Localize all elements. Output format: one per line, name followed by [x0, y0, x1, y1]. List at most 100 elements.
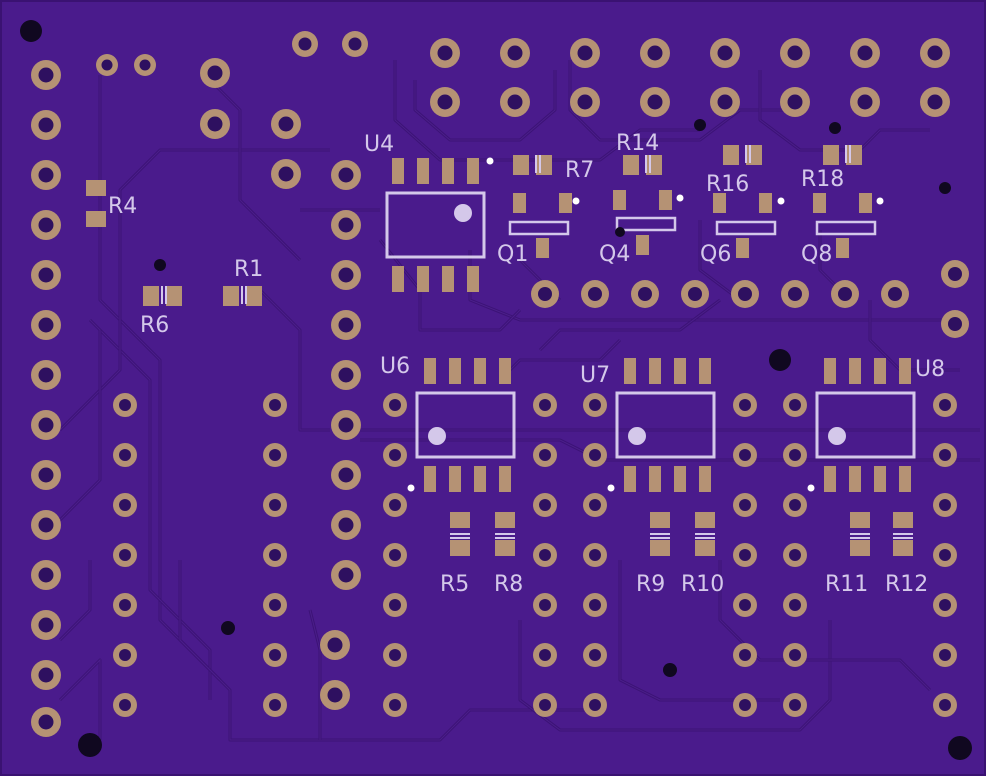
- trace-edge-13: [259, 289, 330, 431]
- th-hole-110: [278, 116, 294, 132]
- smd-pad-58: [893, 540, 913, 556]
- smd-pad-25: [824, 358, 836, 384]
- smd-pad-54: [695, 540, 715, 556]
- label-r18: R18: [801, 167, 844, 192]
- th-hole-66: [789, 599, 801, 611]
- th-hole-99: [688, 287, 702, 301]
- th-hole-17: [119, 449, 131, 461]
- smd-pad-20: [649, 466, 661, 492]
- th-hole-114: [948, 267, 962, 281]
- label-r14: R14: [616, 131, 659, 156]
- trace-edge-17: [619, 560, 780, 701]
- th-hole-111: [278, 166, 294, 182]
- label-u6: U6: [380, 354, 410, 379]
- smd-pad-21: [674, 358, 686, 384]
- smd-pad-42: [746, 145, 762, 165]
- th-hole-90: [787, 45, 803, 61]
- smd-pad-36: [246, 286, 262, 306]
- th-hole-45: [539, 449, 551, 461]
- th-hole-87: [647, 94, 663, 110]
- th-hole-40: [589, 399, 601, 411]
- th-hole-106: [298, 37, 312, 51]
- th-hole-95: [927, 94, 943, 110]
- th-hole-68: [389, 649, 401, 661]
- smd-pad-33: [143, 286, 159, 306]
- th-hole-6: [38, 317, 54, 333]
- th-hole-105: [139, 59, 151, 71]
- smd-pad-13: [474, 358, 486, 384]
- smd-pad-30: [874, 466, 886, 492]
- via-7: [154, 259, 166, 271]
- u4-pin1-dot: [486, 157, 494, 165]
- th-hole-9: [38, 467, 54, 483]
- smd-pad-35: [223, 286, 239, 306]
- th-hole-86: [647, 45, 663, 61]
- q-pin1-dot-3: [777, 197, 785, 205]
- smd-pad-50: [495, 540, 515, 556]
- label-q6: Q6: [700, 242, 731, 267]
- trace-edge-16: [519, 620, 831, 731]
- th-hole-34: [338, 417, 354, 433]
- trace-edge-20: [179, 560, 221, 681]
- th-hole-89: [717, 94, 733, 110]
- th-hole-15: [119, 399, 131, 411]
- through-hole-pads: [31, 31, 969, 737]
- trace-edge-2: [89, 319, 211, 700]
- smd-pad-61: [536, 238, 549, 258]
- th-hole-78: [789, 699, 801, 711]
- q-outline-2: [615, 216, 677, 232]
- label-q1: Q1: [497, 242, 528, 267]
- smd-pad-17: [624, 358, 636, 384]
- th-hole-1: [38, 67, 54, 83]
- th-hole-69: [539, 649, 551, 661]
- th-hole-63: [539, 599, 551, 611]
- th-hole-4: [38, 217, 54, 233]
- th-hole-38: [389, 399, 401, 411]
- th-hole-101: [788, 287, 802, 301]
- th-hole-37: [338, 567, 354, 583]
- th-hole-44: [389, 449, 401, 461]
- th-hole-52: [589, 499, 601, 511]
- smd-pad-65: [713, 193, 726, 213]
- smd-pad-34: [166, 286, 182, 306]
- th-hole-28: [269, 699, 281, 711]
- u8-pin1-mark: [828, 427, 846, 445]
- via-10: [939, 182, 951, 194]
- th-hole-32: [338, 317, 354, 333]
- u6-outline: [415, 391, 516, 459]
- th-hole-33: [338, 367, 354, 383]
- vias: [20, 20, 972, 760]
- label-r7: R7: [565, 158, 594, 183]
- th-hole-96: [538, 287, 552, 301]
- smd-pad-56: [850, 540, 870, 556]
- smd-pad-32: [899, 466, 911, 492]
- smd-pad-31: [899, 358, 911, 384]
- smd-pad-49: [495, 512, 515, 528]
- th-hole-64: [589, 599, 601, 611]
- smd-pad-43: [823, 145, 839, 165]
- trace-edge-18: [719, 560, 931, 691]
- smd-pad-15: [499, 358, 511, 384]
- th-hole-88: [717, 45, 733, 61]
- smd-pad-44: [846, 145, 862, 165]
- th-hole-46: [589, 449, 601, 461]
- smd-pad-22: [674, 466, 686, 492]
- via-5: [221, 621, 235, 635]
- smd-pad-10: [424, 466, 436, 492]
- th-hole-65: [739, 599, 751, 611]
- smd-pad-62: [613, 190, 626, 210]
- trace-edge-26: [699, 220, 741, 301]
- th-hole-24: [269, 599, 281, 611]
- trace-edge-22: [539, 299, 721, 351]
- th-hole-20: [269, 499, 281, 511]
- th-hole-48: [789, 449, 801, 461]
- th-hole-43: [939, 399, 951, 411]
- via-3: [948, 736, 972, 760]
- q-pin1-dot-1: [572, 197, 580, 205]
- th-hole-41: [739, 399, 751, 411]
- label-r6: R6: [140, 313, 169, 338]
- label-r4: R4: [108, 194, 137, 219]
- label-r1: R1: [234, 257, 263, 282]
- smd-pad-7: [467, 158, 479, 184]
